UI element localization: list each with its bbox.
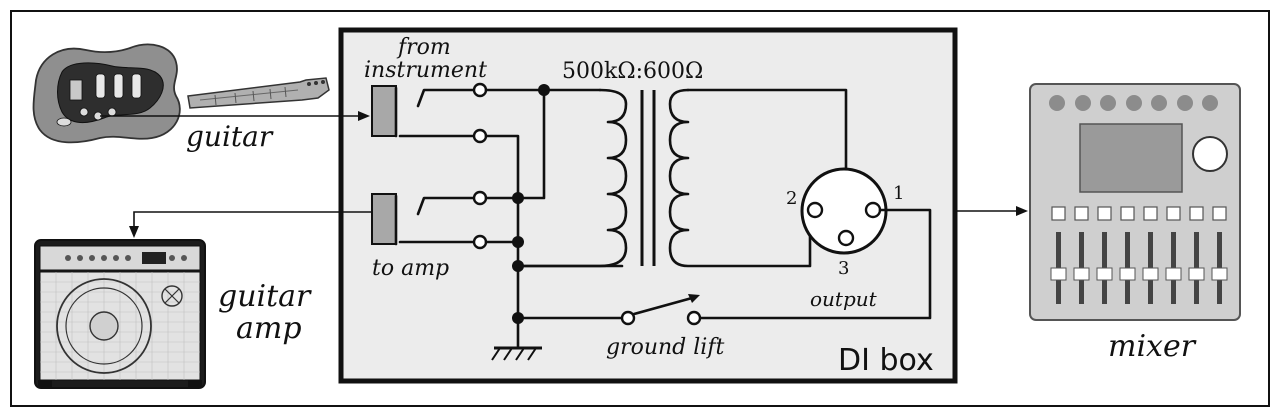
transformer-primary-coil bbox=[516, 88, 628, 268]
mixer-label: mixer bbox=[1108, 329, 1197, 364]
ground-lift-label: ground lift bbox=[606, 335, 724, 360]
xlr-connector-icon bbox=[800, 167, 888, 255]
di-to-mixer-arrowhead bbox=[1016, 206, 1028, 216]
xlr-pin-3-label: 3 bbox=[838, 258, 849, 279]
ground-lift-switch-arrowhead bbox=[688, 294, 700, 303]
output-label: output bbox=[810, 287, 878, 311]
guitar-to-input-arrowhead bbox=[358, 111, 370, 121]
ground-lift-terminal-right bbox=[686, 310, 702, 326]
impedance-ratio-label: 500kΩ:600Ω bbox=[562, 59, 703, 84]
xlr-pin-1-label: 1 bbox=[893, 183, 904, 204]
ground-lift-terminal-left bbox=[620, 310, 636, 326]
guitar-amp-icon bbox=[34, 239, 206, 389]
input-jack-spring bbox=[416, 88, 482, 108]
ground-bus bbox=[484, 134, 520, 350]
thru-jack bbox=[371, 193, 397, 245]
terminal-thru-tip bbox=[472, 190, 488, 206]
terminal-input-sleeve bbox=[472, 128, 488, 144]
di-box-label: DI box bbox=[838, 343, 934, 378]
input-jack bbox=[371, 85, 397, 137]
transformer-secondary-coil bbox=[668, 88, 812, 268]
xlr-pin-2-label: 2 bbox=[786, 188, 797, 209]
guitar-icon bbox=[32, 43, 330, 144]
to-amp-label: to amp bbox=[372, 256, 449, 281]
thru-to-amp-line bbox=[133, 211, 372, 230]
terminal-thru-sleeve bbox=[472, 234, 488, 250]
guitar-label: guitar bbox=[186, 120, 274, 153]
guitar-amp-label-line1: guitar bbox=[218, 279, 312, 314]
guitar-amp-label-line2: amp bbox=[236, 311, 302, 346]
from-instrument-label-line1: from bbox=[396, 35, 451, 60]
terminal-input-tip bbox=[472, 82, 488, 98]
ground-symbol-icon bbox=[491, 346, 542, 361]
from-instrument-label-line2: instrument bbox=[364, 58, 487, 83]
thru-to-amp-arrowhead bbox=[129, 226, 139, 238]
audio-mixer-icon bbox=[1029, 83, 1241, 321]
ground-lift-switch-lever[interactable] bbox=[632, 296, 694, 316]
